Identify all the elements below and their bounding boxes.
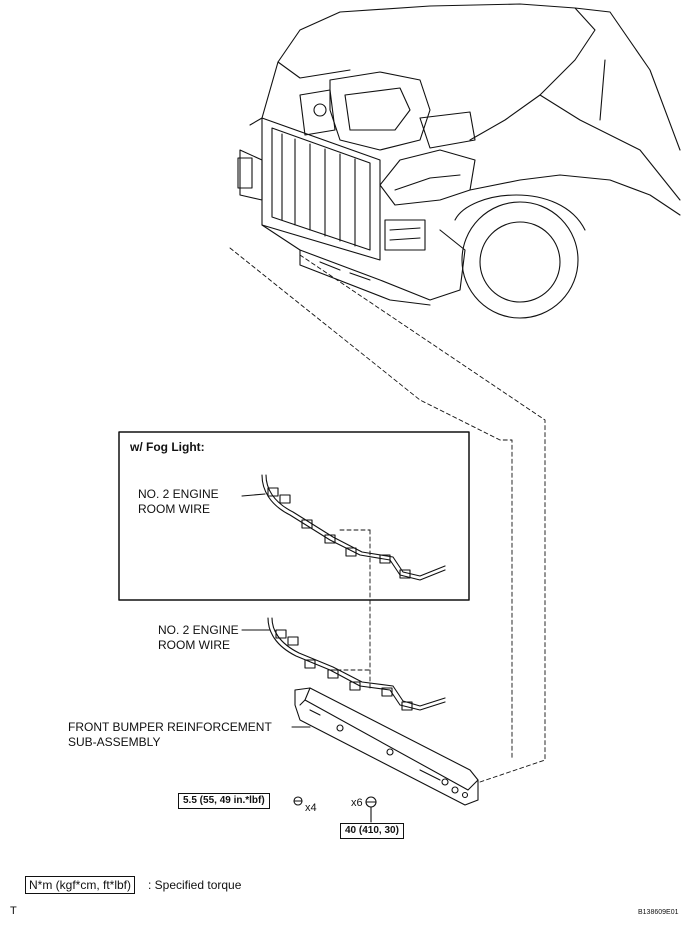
wire-label-line1: NO. 2 ENGINE (158, 623, 239, 637)
wire-label-line2: ROOM WIRE (158, 638, 230, 652)
bolt-small-torque-box: 5.5 (55, 49 in.*lbf) (178, 793, 270, 809)
reinforcement-label-line2: SUB-ASSEMBLY (68, 735, 161, 749)
bumper-reinforcement-part (291, 687, 479, 806)
figure-code: B138609E01 (638, 909, 679, 916)
dashed-leader-lines (229, 247, 546, 783)
bolt-large-torque-box: 40 (410, 30) (340, 823, 404, 839)
bolt-small-quantity: x4 (305, 802, 317, 814)
inset-wire-harness (241, 474, 446, 581)
inset-title: w/ Fog Light: (130, 440, 205, 454)
vehicle-front-illustration (237, 3, 681, 319)
bolt-large-quantity: x6 (351, 797, 363, 809)
bolt-small (293, 796, 303, 806)
bolt-large (365, 796, 377, 823)
torque-legend-description: : Specified torque (148, 878, 242, 892)
fog-light-inset-box (118, 431, 470, 601)
main-wire-harness (241, 617, 446, 711)
reinforcement-label-line1: FRONT BUMPER REINFORCEMENT (68, 720, 272, 734)
inset-wire-label-line1: NO. 2 ENGINE (138, 487, 219, 501)
torque-legend-box: N*m (kgf*cm, ft*lbf) (25, 876, 136, 894)
corner-letter: T (10, 905, 17, 917)
inset-wire-label-line2: ROOM WIRE (138, 502, 210, 516)
